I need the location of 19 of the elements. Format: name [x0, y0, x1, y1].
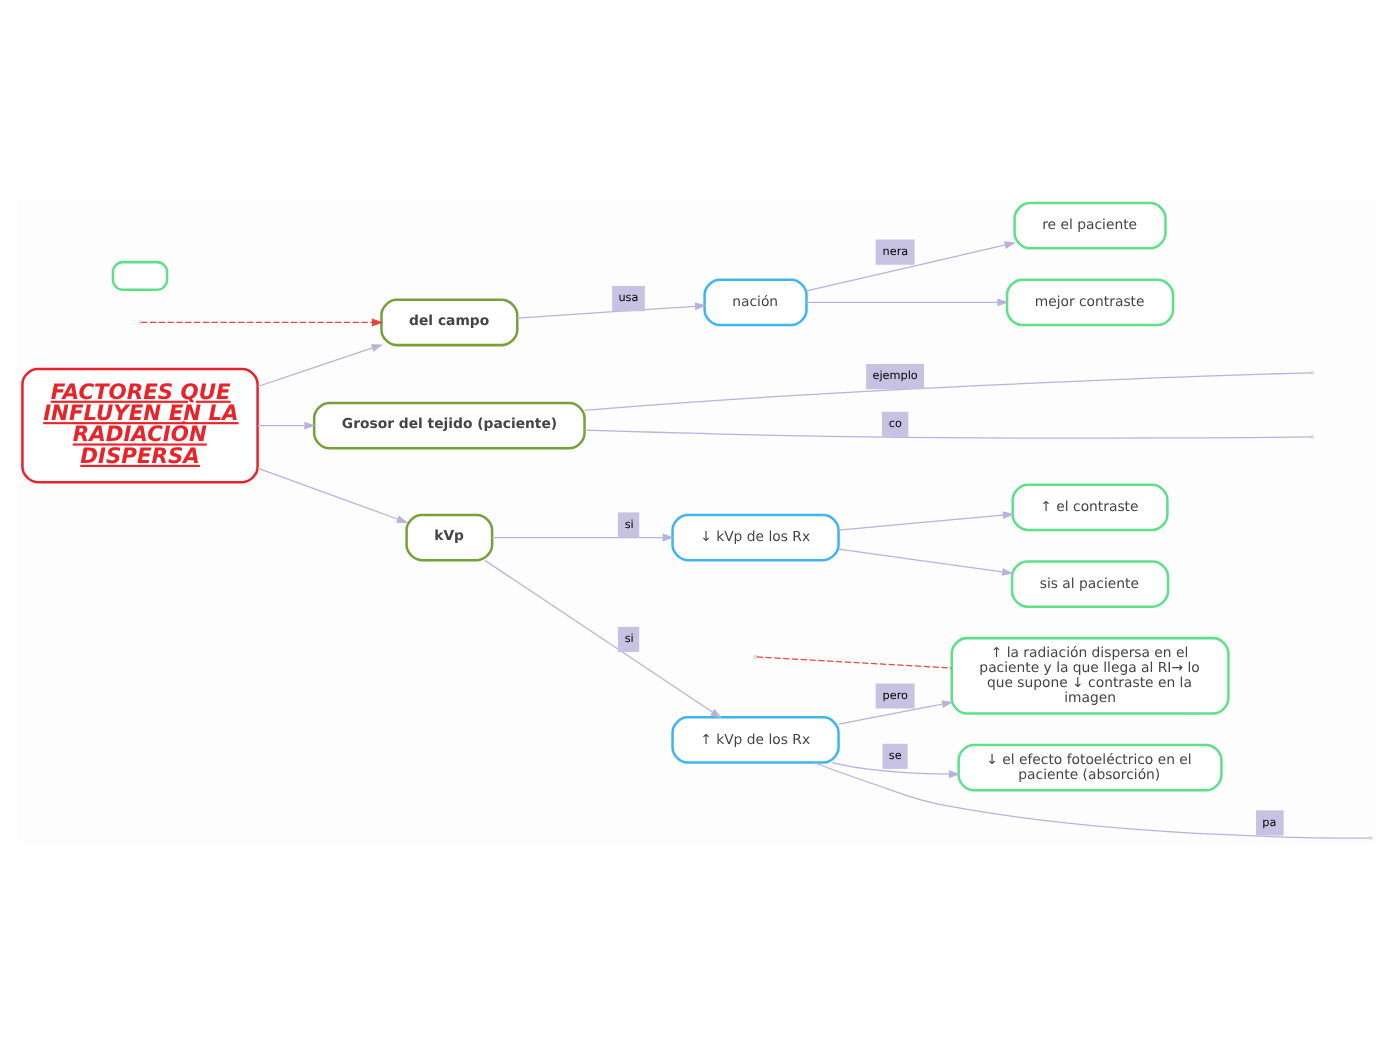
arrow	[805, 297, 1009, 306]
arrow	[484, 558, 722, 718]
connector	[584, 428, 1312, 438]
node-box	[111, 259, 169, 291]
arrow	[257, 343, 383, 387]
arrow	[838, 510, 1015, 530]
arrow	[491, 532, 674, 541]
connector	[756, 655, 953, 668]
node-box: FACTORES QUE INFLUYEN EN LA RADIACIÓN DISPERSA	[21, 366, 259, 483]
arrow	[805, 240, 1016, 291]
arrow	[838, 699, 954, 724]
connector	[813, 761, 1371, 838]
arrow	[831, 761, 961, 778]
arrow	[517, 301, 707, 318]
arrow	[140, 317, 384, 326]
arrow	[838, 547, 1014, 575]
connector	[583, 371, 1312, 411]
arrow	[257, 420, 316, 429]
arrow	[257, 466, 409, 522]
